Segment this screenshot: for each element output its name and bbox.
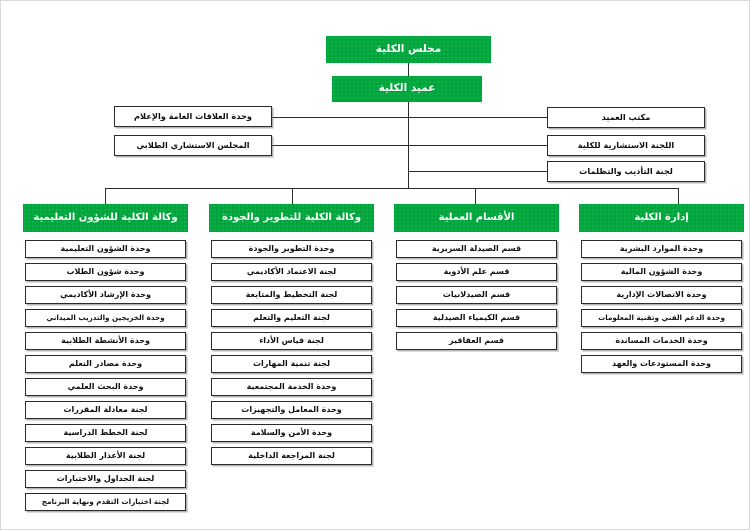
column-1-item-3[interactable]: وحدة الإرشاد الأكاديمي bbox=[25, 286, 186, 304]
connector-drop-col-1 bbox=[105, 188, 106, 204]
column-2-item-8[interactable]: وحدة المعامل والتجهيزات bbox=[211, 401, 372, 419]
column-3-item-4[interactable]: قسم الكيمياء الصيدلية bbox=[396, 309, 557, 327]
column-4-item-3[interactable]: وحدة الاتصالات الإدارية bbox=[581, 286, 742, 304]
column-2-item-7[interactable]: وحدة الخدمة المجتمعية bbox=[211, 378, 372, 396]
column-2-item-1[interactable]: وحدة التطوير والجودة bbox=[211, 240, 372, 258]
column-1-item-8[interactable]: لجنة معادلة المقررات bbox=[25, 401, 186, 419]
column-2-item-9[interactable]: وحدة الأمن والسلامة bbox=[211, 424, 372, 442]
connector-drop-col-2 bbox=[292, 188, 293, 204]
connector-drop-col-4 bbox=[678, 188, 679, 204]
column-3-item-3[interactable]: قسم الصيدلانيات bbox=[396, 286, 557, 304]
connector-bus bbox=[105, 188, 678, 189]
node-staff-right-discipline-grievances[interactable]: لجنة التأديب والتظلمات bbox=[547, 161, 705, 182]
column-2-item-10[interactable]: لجنة المراجعة الداخلية bbox=[211, 447, 372, 465]
node-staff-left-student-advisory-council[interactable]: المجلس الاستشاري الطلابي bbox=[114, 135, 272, 156]
column-1-item-2[interactable]: وحدة شؤون الطلاب bbox=[25, 263, 186, 281]
column-2-item-3[interactable]: لجنة التخطيط والمتابعة bbox=[211, 286, 372, 304]
column-1-item-7[interactable]: وحدة البحث العلمي bbox=[25, 378, 186, 396]
column-1-item-11[interactable]: لجنة الجداول والاختبارات bbox=[25, 470, 186, 488]
column-header-practical-departments[interactable]: الأقسام العملية bbox=[394, 204, 559, 232]
column-3-item-1[interactable]: قسم الصيدلة السريرية bbox=[396, 240, 557, 258]
column-2-item-6[interactable]: لجنة تنمية المهارات bbox=[211, 355, 372, 373]
column-2-item-2[interactable]: لجنة الاعتماد الأكاديمي bbox=[211, 263, 372, 281]
column-4-item-1[interactable]: وحدة الموارد البشرية bbox=[581, 240, 742, 258]
column-1-item-5[interactable]: وحدة الأنشطة الطلابية bbox=[25, 332, 186, 350]
column-3-item-5[interactable]: قسم العقاقير bbox=[396, 332, 557, 350]
node-staff-right-dean-office[interactable]: مكتب العميد bbox=[547, 107, 705, 128]
column-2-item-5[interactable]: لجنة قياس الأداء bbox=[211, 332, 372, 350]
connector-drop-col-3 bbox=[475, 188, 476, 204]
node-staff-right-advisory-committee[interactable]: اللجنة الاستشارية للكلية bbox=[547, 135, 705, 156]
connector-root-to-dean bbox=[408, 63, 409, 81]
column-1-item-6[interactable]: وحدة مصادر التعلم bbox=[25, 355, 186, 373]
node-college-dean[interactable]: عميد الكلية bbox=[332, 76, 482, 102]
column-1-item-4[interactable]: وحدة الخريجين والتدريب الميداني bbox=[25, 309, 186, 327]
column-1-item-10[interactable]: لجنة الأعذار الطلابية bbox=[25, 447, 186, 465]
node-college-council[interactable]: مجلس الكلية bbox=[326, 36, 491, 63]
column-4-item-4[interactable]: وحدة الدعم الفني وتقنية المعلومات bbox=[581, 309, 742, 327]
column-1-item-1[interactable]: وحدة الشؤون التعليمية bbox=[25, 240, 186, 258]
column-header-educational-affairs[interactable]: وكالة الكلية للشؤون التعليمية bbox=[23, 204, 188, 232]
column-header-college-administration[interactable]: إدارة الكلية bbox=[579, 204, 744, 232]
column-4-item-6[interactable]: وحدة المستودعات والعهد bbox=[581, 355, 742, 373]
column-1-item-9[interactable]: لجنة الخطط الدراسية bbox=[25, 424, 186, 442]
connector-staff-right-3 bbox=[408, 171, 547, 172]
column-2-item-4[interactable]: لجنة التعليم والتعلم bbox=[211, 309, 372, 327]
connector-staff-left-2 bbox=[272, 145, 409, 146]
connector-staff-right-2 bbox=[408, 145, 547, 146]
column-1-item-12[interactable]: لجنة اختبارات التقدم ونهاية البرنامج bbox=[25, 493, 186, 511]
column-4-item-2[interactable]: وحدة الشؤون المالية bbox=[581, 263, 742, 281]
node-staff-left-public-relations[interactable]: وحدة العلاقات العامة والإعلام bbox=[114, 106, 272, 127]
column-3-item-2[interactable]: قسم علم الأدوية bbox=[396, 263, 557, 281]
connector-staff-right-1 bbox=[408, 117, 547, 118]
column-header-development-quality[interactable]: وكالة الكلية للتطوير والجودة bbox=[209, 204, 374, 232]
column-4-item-5[interactable]: وحدة الخدمات المساندة bbox=[581, 332, 742, 350]
connector-staff-left-1 bbox=[272, 117, 409, 118]
